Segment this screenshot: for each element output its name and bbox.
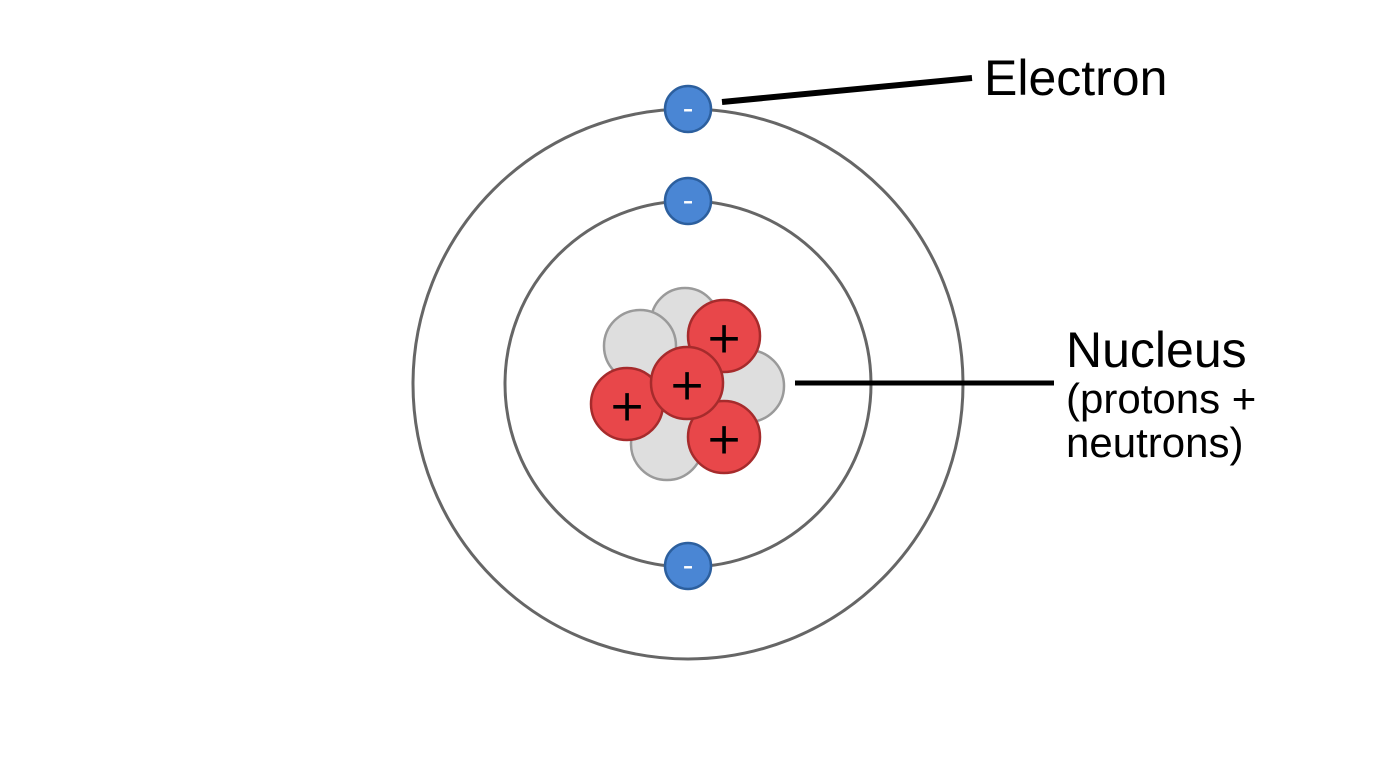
electron: - xyxy=(663,541,713,591)
proton-sign: + xyxy=(669,360,706,411)
proton-sign: + xyxy=(609,381,646,432)
electron-label: Electron xyxy=(984,50,1168,106)
proton-sign: + xyxy=(706,313,743,364)
electron: - xyxy=(663,176,713,226)
nucleus: + + + + xyxy=(589,286,786,482)
electron-sign: - xyxy=(683,549,694,584)
electron-sign: - xyxy=(683,92,694,127)
nucleus-detail-label: (protons + neutrons) xyxy=(1066,375,1257,466)
nucleus-label: Nucleus xyxy=(1066,322,1247,378)
electron: - xyxy=(663,84,713,134)
proton: + xyxy=(649,345,725,421)
electron-pointer-line xyxy=(721,75,973,105)
proton: + xyxy=(686,399,762,475)
proton-sign: + xyxy=(706,414,743,465)
electron-sign: - xyxy=(683,184,694,219)
